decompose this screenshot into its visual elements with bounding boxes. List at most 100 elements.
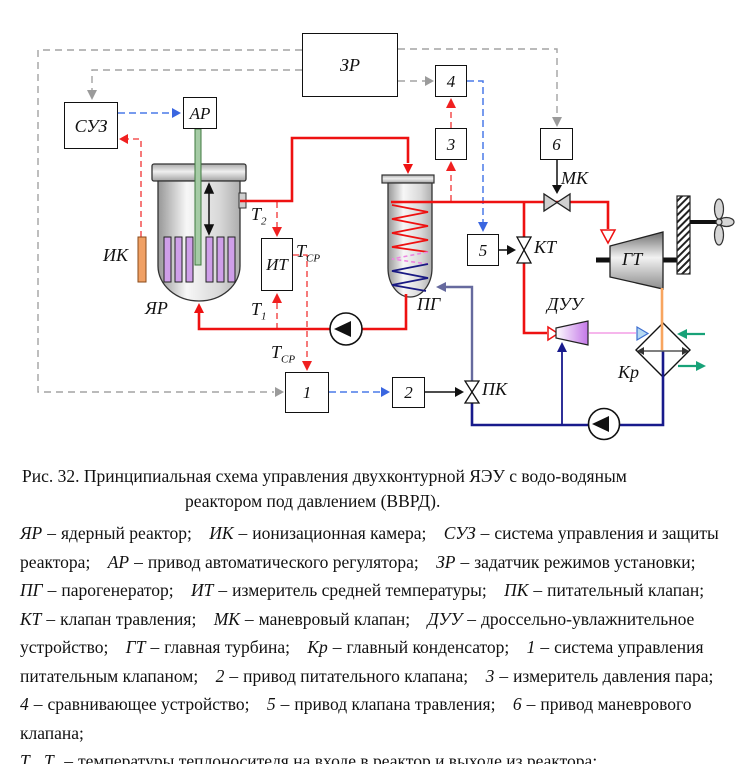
label-pk: ПК [482,379,507,399]
label-t2: Т2 [251,205,267,228]
condenser-internal-arrow [637,347,689,355]
duu-outlet-arrow [636,325,650,342]
fuel-rods [163,236,236,283]
measurement-signal-arrowheads [119,98,456,371]
feedwater-arrow [436,282,446,292]
label-t2-base: Т [251,204,262,224]
figure-caption-line1: Рис. 32. Принципиальная схема управления… [22,466,627,486]
control-signal-arrowheads [172,108,488,397]
steam-generator [381,174,435,298]
legend-item-4: 4–сравнивающее устройство; [20,694,250,715]
box-ar-label: АР [189,103,211,123]
box-5-label: 5 [478,240,488,260]
legend-item-6: 6–привод маневрового клапана; [20,694,692,743]
propeller [713,198,735,246]
legend-item-gt: ГТ–главная турбина; [125,637,291,658]
box-it: ИТ [261,238,293,291]
feedwater-line [446,285,474,382]
label-tsr-lower-sub: СР [281,353,296,366]
box-4: 4 [435,65,467,97]
legend-item-1: 1–система управления питательным клапано… [20,637,704,686]
moistening-tap-arrow [557,342,567,352]
legend-item-pk: ПК–питательный клапан; [504,580,705,601]
zr-signal-arrowheads [87,76,562,397]
legend-item-suz: СУЗ–система управления и защиты реактора… [20,523,719,572]
box-1-label: 1 [302,383,312,402]
label-tsr-lower: ТСР [271,343,295,366]
valve-kt [515,236,533,264]
duu-inlet-arrow [547,325,560,342]
legend-item-2: 2–привод питательного клапана; [215,665,469,686]
label-pg: ПГ [417,294,441,314]
legend-item-zr: ЗР–задатчик режимов установки; [436,551,696,572]
turbine-inlet-arrow [599,229,617,245]
label-tsr-upper-base: Т [296,241,307,261]
sg-coil-cold [391,263,429,292]
valve-pk [463,380,481,404]
legend-item-it: ИТ–измеритель средней температуры; [191,580,487,601]
label-ik: ИК [103,245,128,265]
label-t1-base: Т [251,299,262,319]
pump-primary [329,312,363,346]
box-2-label: 2 [404,383,413,402]
legend-item-ik: ИК–ионизационная камера; [209,523,427,543]
primary-arrowheads [194,164,413,313]
label-tsr-lower-base: Т [271,342,282,362]
legend-item-3: 3–измеритель давления пара; [485,665,714,686]
legend-item-5: 5–привод клапана травления; [266,694,496,715]
legend-item-pg: ПГ–парогенератор; [20,580,174,601]
label-t1: Т1 [251,300,267,323]
cooling-water-arrowheads [677,329,706,371]
primary-steam-lines [197,136,610,335]
box-1: 1 [285,372,329,413]
label-t1-sub: 1 [261,310,267,323]
legend-flow: ЯР–ядерный реактор; ИК–ионизационная кам… [20,519,738,747]
figure-caption: Рис. 32. Принципиальная схема управления… [22,464,734,515]
legend-item-yar: ЯР–ядерный реактор; [20,523,192,543]
box-2: 2 [392,377,425,408]
measurement-signal-lines [128,108,452,361]
box-suz-label: СУЗ [74,115,108,136]
pump-condensate [587,407,621,441]
legend-item-kr: Кр–главный конденсатор; [307,637,510,658]
legend-item-kt: КТ–клапан травления; [20,608,197,629]
control-rod [194,128,202,266]
box-6: 6 [540,128,573,160]
sg-coil-transition [391,251,429,265]
legend-item-duu: ДУУ–дроссельно-увлажнительное устройство… [20,608,695,658]
box-suz: СУЗ [64,102,118,149]
legend-item-t1-t2: Т1, Т2–температуры теплоносителя на вход… [20,751,598,764]
duu-device [555,320,589,346]
box-3-label: 3 [446,134,456,154]
legend-item-ar: АР–привод автоматического регулятора; [107,551,419,572]
actuator-arrowheads [455,185,562,397]
box-3: 3 [435,128,467,160]
figure-caption-line2: реактором под давлением (ВВРД). [185,491,441,512]
label-gt: ГТ [622,249,643,269]
label-kt: КТ [534,237,556,257]
box-zr: ЗР [302,33,398,97]
label-yar: ЯР [145,298,168,318]
ionization-chamber [137,236,147,283]
figure-legend: ЯР–ядерный реактор; ИК–ионизационная кам… [20,519,738,764]
schematic-diagram: СУЗ АР ЗР 4 3 6 5 ИТ 1 2 ЯР ИК ПГ МК КТ … [37,33,735,441]
zr-signal-lines [37,48,558,393]
label-t2-sub: 2 [261,215,267,228]
box-ar: АР [183,97,217,129]
label-tsr-upper: ТСР [296,242,320,265]
label-tsr-upper-sub: СР [306,252,321,265]
sg-coil-hot [391,204,429,253]
schematic-canvas [37,48,735,441]
box-4-label: 4 [446,71,456,91]
actuator-links [425,160,558,393]
valve-mk [543,192,571,213]
box-6-label: 6 [552,134,561,154]
control-signal-lines [118,80,484,393]
condensate-line [470,351,665,427]
label-kr: Кр [618,362,639,382]
box-5: 5 [467,234,499,266]
cooling-water-lines [678,332,705,368]
bulkhead-wall [676,195,691,275]
label-mk: МК [561,168,588,188]
